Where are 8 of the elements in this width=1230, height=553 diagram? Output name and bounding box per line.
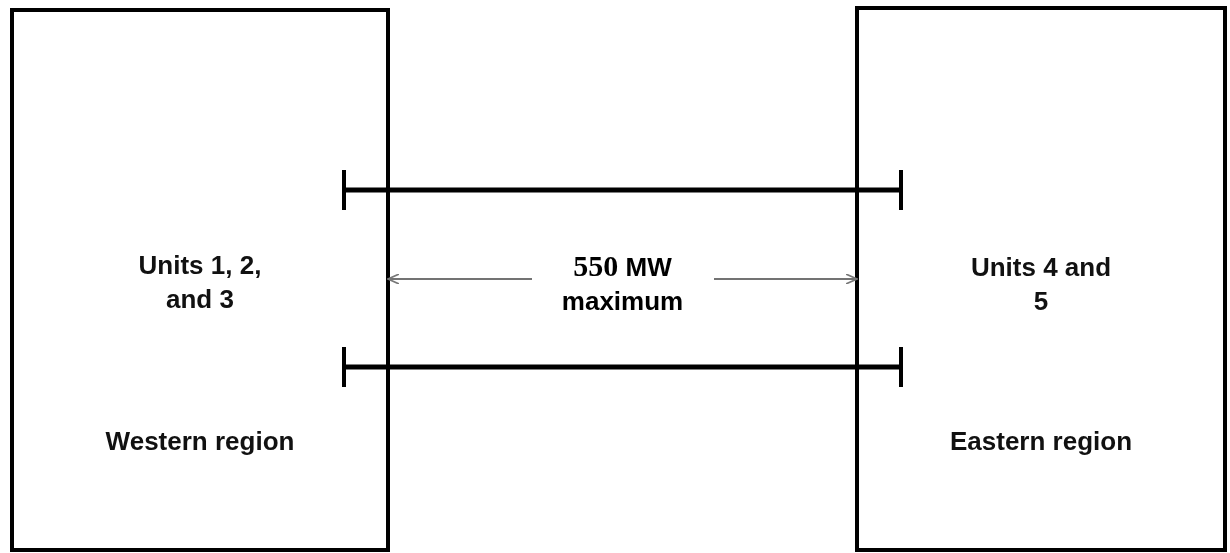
region-label: Western region: [105, 425, 295, 458]
unit-label: Units 4 and 5: [969, 251, 1113, 318]
region-box: [10, 8, 390, 552]
region-label: Eastern region: [949, 425, 1133, 458]
transmission-line: [342, 170, 903, 210]
unit-label: Units 1, 2, and 3: [137, 249, 263, 316]
transmission-line: [342, 347, 903, 387]
region-box: [855, 6, 1227, 552]
